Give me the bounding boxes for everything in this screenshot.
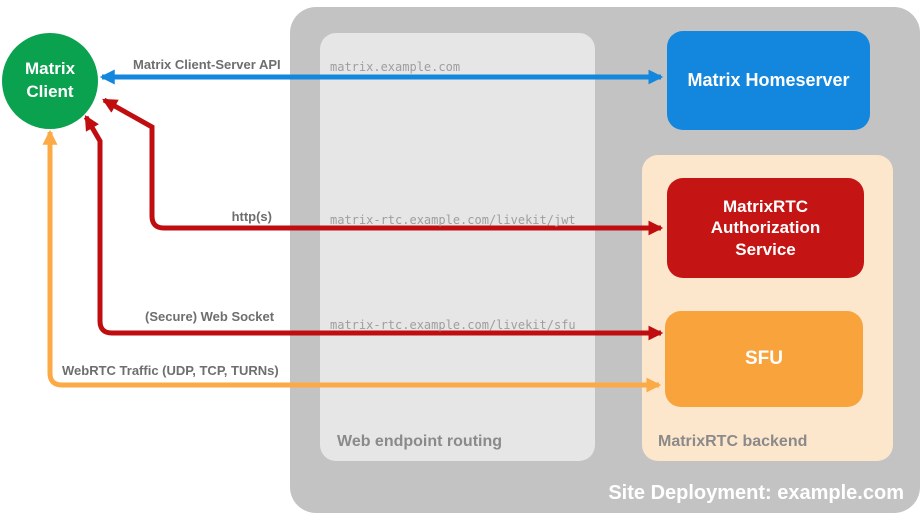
matrix-client-label-line2: Client xyxy=(26,82,74,101)
node-matrix-client: Matrix Client xyxy=(2,33,98,129)
arrow-label-webrtc-traffic: WebRTC Traffic (UDP, TCP, TURNs) xyxy=(62,363,279,378)
matrixrtc-backend-label: MatrixRTC backend xyxy=(658,433,808,450)
matrix-homeserver-label: Matrix Homeserver xyxy=(687,70,850,90)
site-deployment-label: Site Deployment: example.com xyxy=(608,482,904,504)
web-endpoint-routing-box: Web endpoint routing xyxy=(320,33,595,461)
route-url-livekit-jwt: matrix-rtc.example.com/livekit/jwt xyxy=(330,213,576,227)
route-url-homeserver: matrix.example.com xyxy=(330,60,461,74)
node-matrix-homeserver: Matrix Homeserver xyxy=(667,31,870,130)
web-endpoint-routing-label: Web endpoint routing xyxy=(337,433,503,450)
matrixrtc-authorization-service-label: MatrixRTC Authorization Service xyxy=(710,197,821,259)
arrow-label-client-server-api: Matrix Client-Server API xyxy=(133,57,281,72)
node-sfu: SFU xyxy=(665,311,863,407)
matrix-client-label-line1: Matrix xyxy=(24,59,76,79)
arrow-label-https: http(s) xyxy=(231,209,272,224)
arrow-label-web-socket: (Secure) Web Socket xyxy=(145,309,275,324)
route-url-livekit-sfu: matrix-rtc.example.com/livekit/sfu xyxy=(330,318,576,332)
node-matrixrtc-authorization-service: MatrixRTC Authorization Service xyxy=(667,178,864,278)
sfu-label: SFU xyxy=(745,348,783,369)
